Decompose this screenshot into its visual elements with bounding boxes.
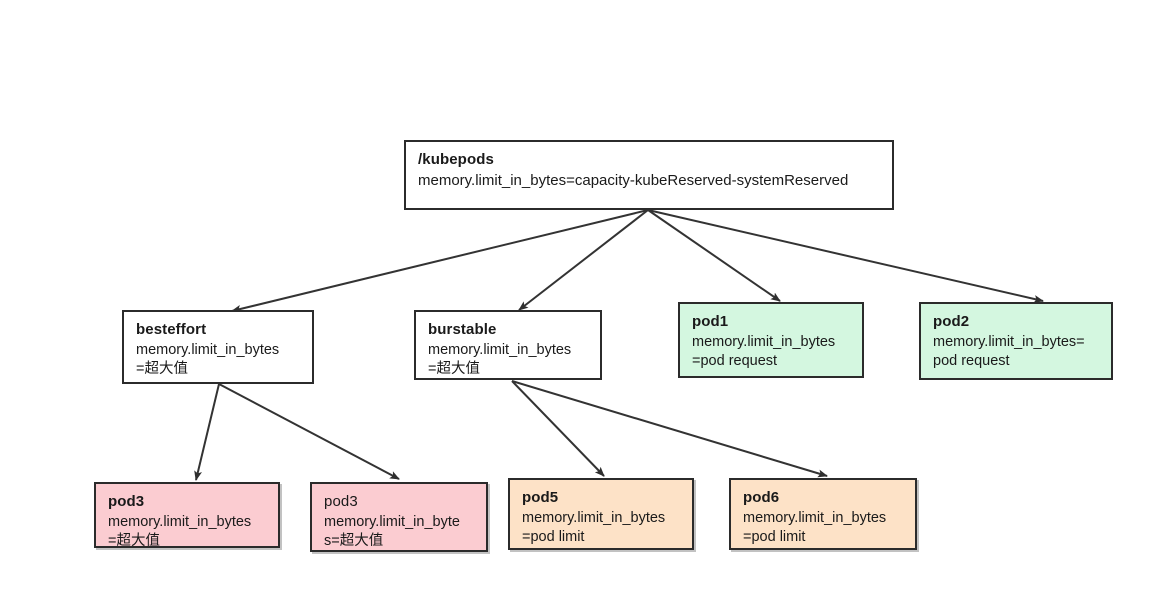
node-text-line: pod request — [933, 352, 1010, 369]
node-text-line: memory.limit_in_bytes — [522, 509, 666, 526]
node-title: besteffort — [136, 321, 207, 338]
node-text-line: memory.limit_in_bytes= — [933, 333, 1085, 350]
node-title: /kubepods — [418, 151, 494, 168]
node-text-line: memory.limit_in_bytes — [108, 513, 252, 530]
node-text-line: =超大值 — [108, 532, 160, 549]
node-title: pod3 — [108, 493, 145, 510]
node-text-line: memory.limit_in_bytes — [136, 341, 280, 358]
node-text-line: =超大值 — [428, 360, 480, 377]
edge-besteffort-to-pod3b — [218, 383, 400, 480]
node-pod3b[interactable]: pod3 memory.limit_in_byte s=超大值 — [310, 482, 488, 552]
node-pod1[interactable]: pod1 memory.limit_in_bytes =pod request — [678, 302, 864, 378]
node-title: burstable — [428, 321, 497, 338]
edge-besteffort-to-pod3a — [194, 383, 220, 481]
node-title: pod3 — [324, 493, 358, 510]
node-text-line: =pod limit — [522, 528, 585, 545]
node-text-line: memory.limit_in_bytes — [743, 509, 887, 526]
node-text-line: memory.limit_in_bytes — [428, 341, 572, 358]
node-text-line: memory.limit_in_byte — [324, 513, 460, 530]
node-burstable[interactable]: burstable memory.limit_in_bytes =超大值 — [414, 310, 602, 380]
edge-kubepods-to-pod2 — [647, 209, 1044, 303]
node-pod2[interactable]: pod2 memory.limit_in_bytes=pod request — [919, 302, 1113, 380]
edge-kubepods-to-besteffort — [231, 209, 649, 313]
node-text-line: memory.limit_in_bytes=capacity-kubeReser… — [418, 171, 849, 189]
node-text-line: =超大值 — [136, 360, 188, 377]
node-text-line: =pod limit — [743, 528, 806, 545]
node-text-line: s=超大值 — [324, 532, 384, 549]
node-text-line: =pod request — [692, 352, 778, 369]
edge-burstable-to-pod5 — [511, 380, 605, 477]
node-title: pod5 — [522, 489, 559, 506]
node-title: pod1 — [692, 313, 729, 330]
node-besteffort[interactable]: besteffort memory.limit_in_bytes =超大值 — [122, 310, 314, 384]
edge-burstable-to-pod6 — [511, 380, 828, 478]
node-pod3a[interactable]: pod3 memory.limit_in_bytes =超大值 — [94, 482, 280, 549]
node-kubepods[interactable]: /kubepods memory.limit_in_bytes=capacity-… — [404, 140, 894, 210]
edges — [194, 209, 1044, 481]
node-title: pod2 — [933, 313, 970, 330]
node-text-line: memory.limit_in_bytes — [692, 333, 836, 350]
edge-kubepods-to-pod1 — [647, 209, 781, 302]
node-pod6[interactable]: pod6 memory.limit_in_bytes =pod limit — [729, 478, 917, 550]
node-pod5[interactable]: pod5 memory.limit_in_bytes =pod limit — [508, 478, 694, 550]
edge-kubepods-to-burstable — [518, 209, 649, 311]
node-title: pod6 — [743, 489, 780, 506]
